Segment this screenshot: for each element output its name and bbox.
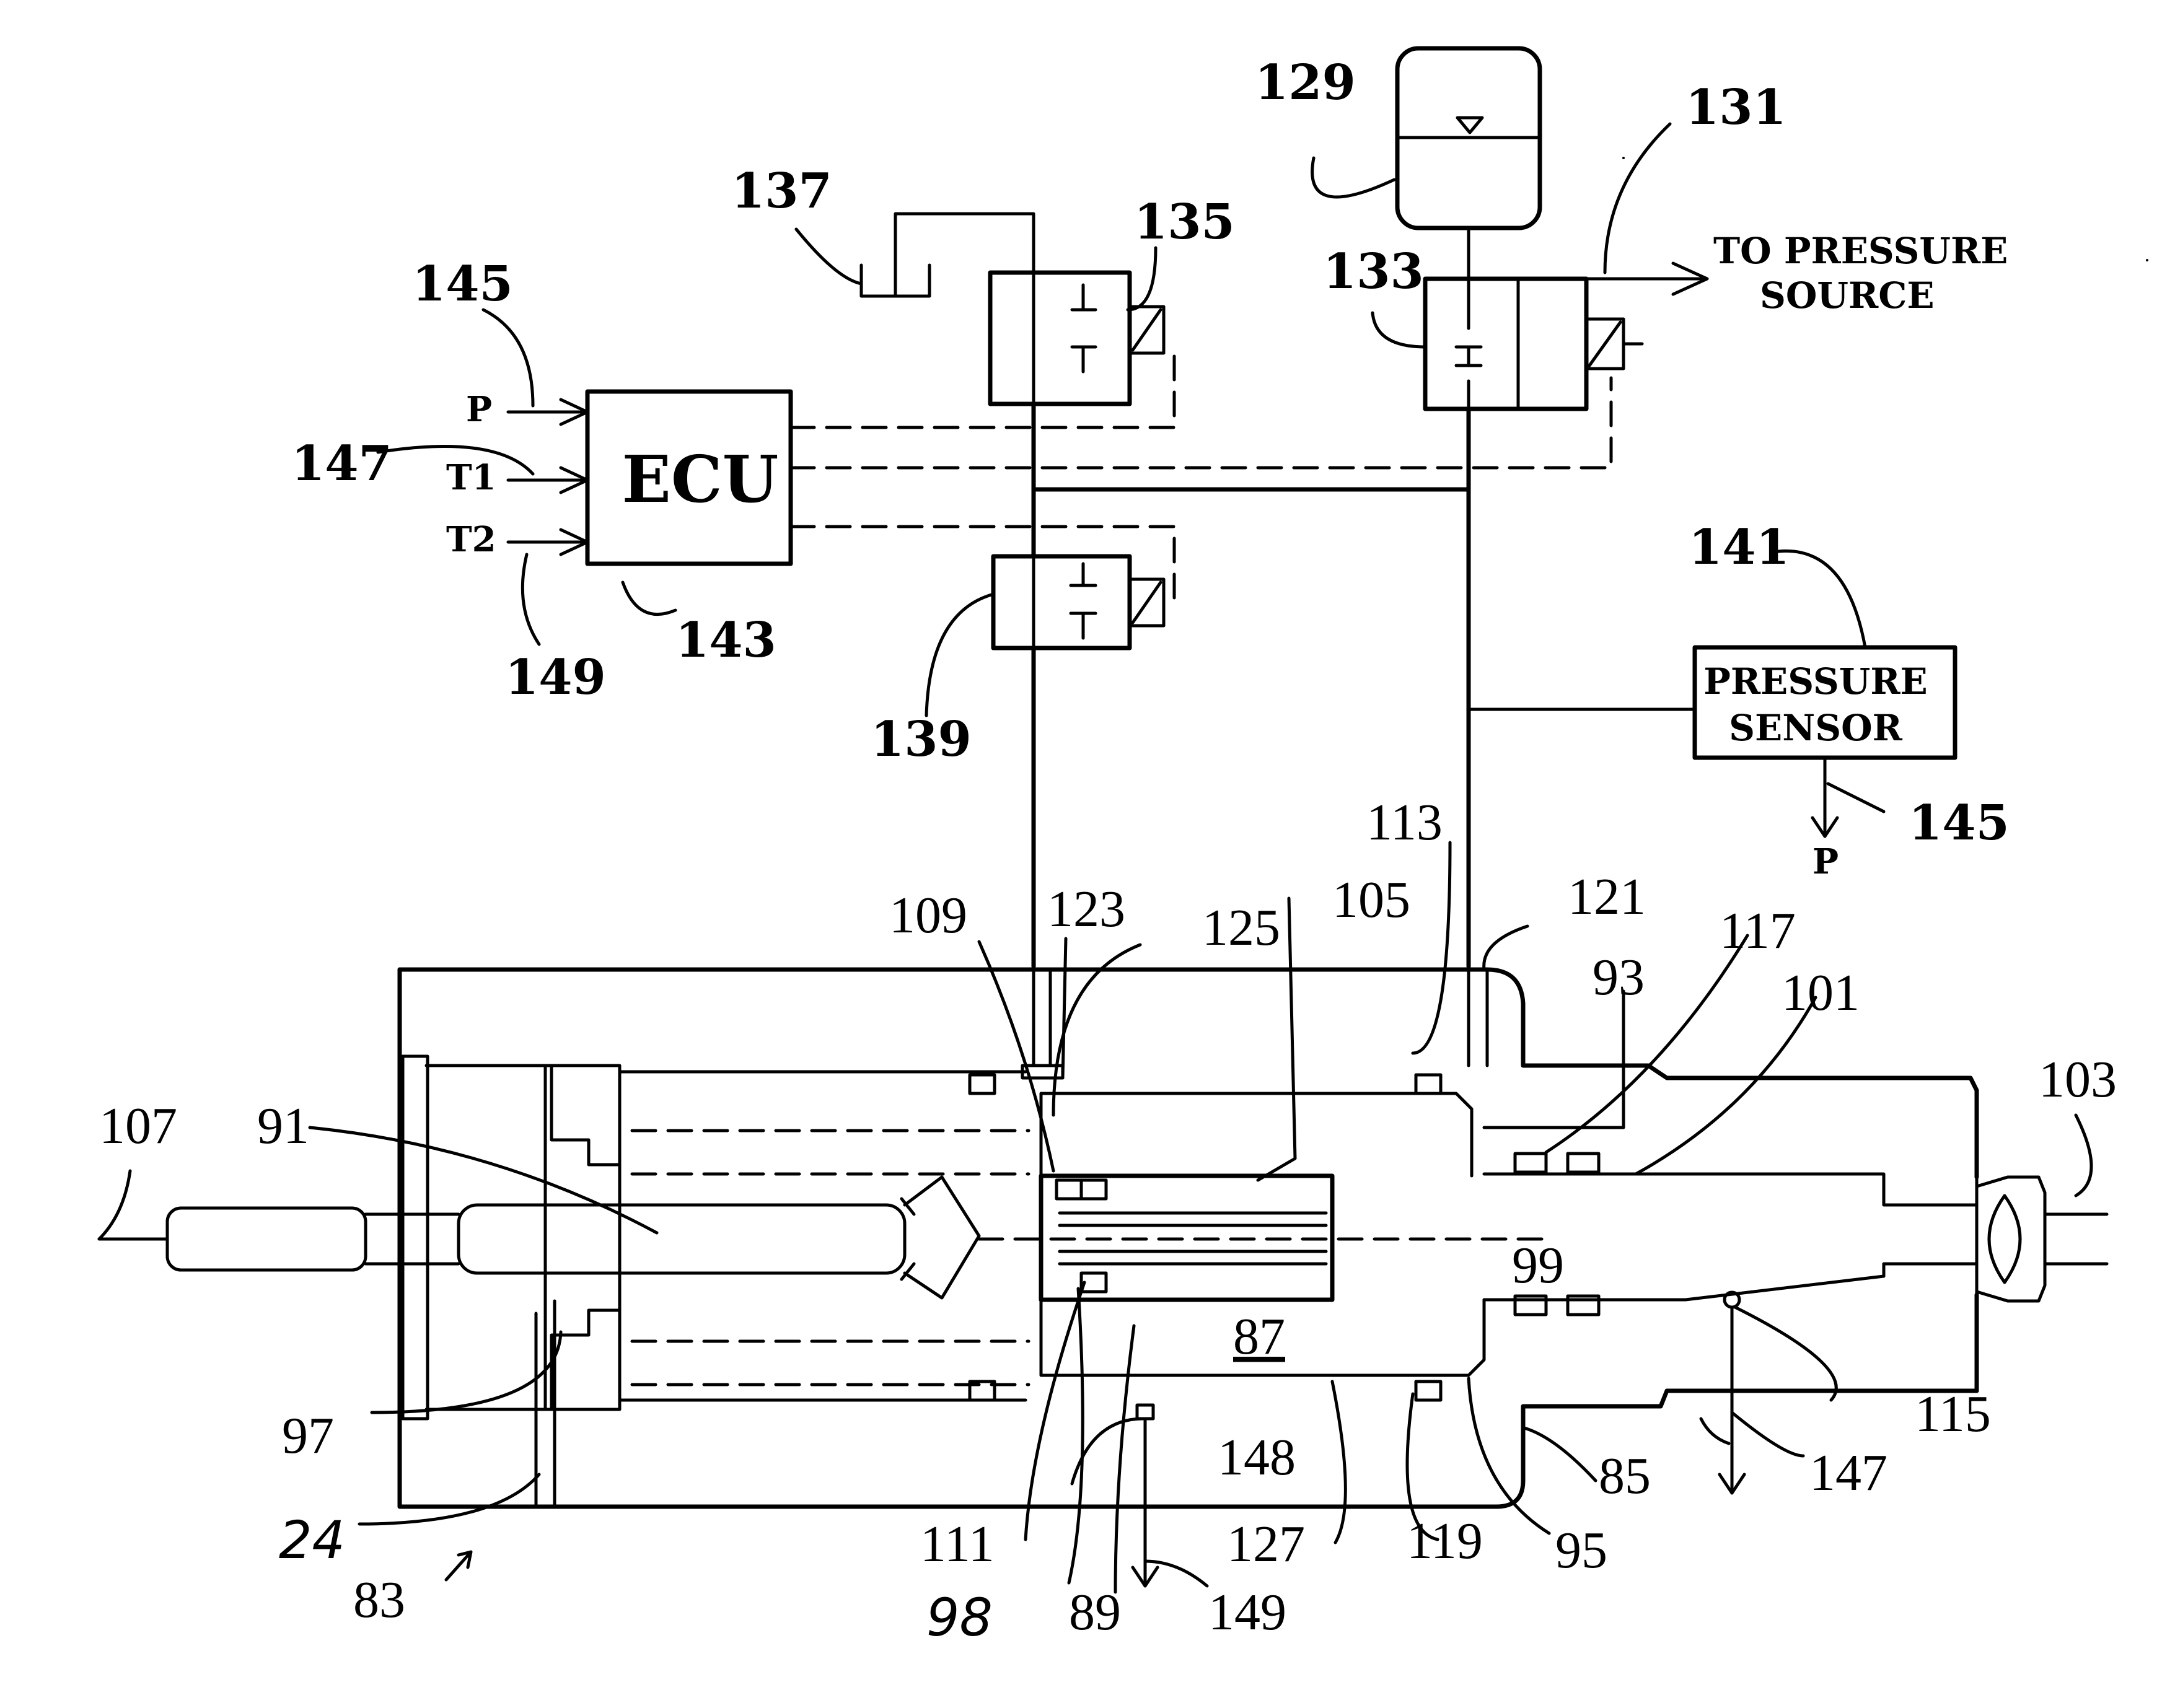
ref-89: 89 — [1069, 1583, 1121, 1641]
pressure-sensor-141: PRESSURE SENSOR — [1692, 645, 1958, 760]
sensor-output-p: P — [1812, 841, 1839, 882]
ref-135: 135 — [1134, 194, 1235, 250]
ref-147a: 147 — [291, 436, 392, 492]
ref-143: 143 — [675, 612, 776, 668]
sensor-output: P — [1811, 756, 1839, 882]
ecu-input-t2: T2 — [446, 519, 496, 560]
ref-123: 123 — [1047, 880, 1125, 938]
leader-lines — [97, 122, 2093, 1594]
ref-137: 137 — [731, 163, 832, 219]
ref-97: 97 — [282, 1407, 334, 1465]
ref-111: 111 — [920, 1515, 995, 1573]
ref-113: 113 — [1366, 794, 1443, 851]
pressure-source-label-1: TO PRESSURE — [1713, 230, 2008, 272]
ref-85: 85 — [1599, 1447, 1651, 1505]
reference-numerals: 129 131 133 135 137 139 141 143 145 147 … — [99, 55, 2117, 1648]
ref-141: 141 — [1689, 519, 1790, 576]
reservoir-129 — [1395, 46, 1542, 230]
ref-145a: 145 — [412, 256, 513, 312]
ref-99: 99 — [1512, 1237, 1564, 1294]
speck — [1622, 157, 1625, 159]
ref-139: 139 — [871, 711, 972, 768]
valve-139 — [991, 554, 1166, 650]
valve-135 — [988, 270, 1166, 406]
ref-149a: 149 — [505, 649, 606, 706]
ref-131: 131 — [1685, 79, 1786, 136]
ref-115: 115 — [1915, 1385, 1991, 1443]
ecu-input-t1: T1 — [446, 457, 496, 498]
ref-125: 125 — [1202, 899, 1280, 957]
ref-145b: 145 — [1909, 795, 2010, 851]
dump-137 — [859, 212, 1035, 298]
ref-129: 129 — [1255, 55, 1356, 111]
ref-91: 91 — [257, 1097, 309, 1155]
ref-107: 107 — [99, 1097, 177, 1155]
ref-105: 105 — [1332, 871, 1410, 929]
ecu-143: ECU — [585, 389, 793, 566]
ref-95: 95 — [1555, 1522, 1607, 1579]
valve-133 — [1423, 276, 1644, 411]
sensor-label-2: SENSOR — [1729, 707, 1903, 749]
ecu-input-p: P — [466, 389, 492, 430]
ref-148: 148 — [1218, 1429, 1296, 1486]
ecu-inputs: P T1 T2 — [446, 389, 589, 560]
ref-98: 98 — [926, 1587, 993, 1648]
ref-101: 101 — [1782, 964, 1860, 1022]
ref-93: 93 — [1593, 948, 1645, 1006]
ref-103: 103 — [2039, 1051, 2117, 1108]
ecu-control-lines — [789, 354, 1613, 606]
ref-121: 121 — [1568, 868, 1646, 926]
ref-127: 127 — [1227, 1515, 1305, 1573]
cylinder-assembly — [97, 967, 2109, 1588]
ref-147b: 147 — [1809, 1444, 1887, 1502]
ref-24: 24 — [279, 1510, 345, 1570]
ref-119: 119 — [1407, 1512, 1483, 1570]
sensor-label-1: PRESSURE — [1703, 660, 1928, 703]
ref-117: 117 — [1720, 902, 1796, 960]
ref-83: 83 — [353, 1571, 405, 1629]
speck — [2146, 259, 2148, 261]
ref-87: 87 — [1233, 1308, 1285, 1365]
ecu-label: ECU — [622, 441, 779, 517]
ref-149b: 149 — [1208, 1583, 1286, 1641]
pressure-source-label-2: SOURCE — [1760, 274, 1935, 317]
ref-109: 109 — [889, 887, 967, 944]
ref-133: 133 — [1323, 243, 1424, 300]
